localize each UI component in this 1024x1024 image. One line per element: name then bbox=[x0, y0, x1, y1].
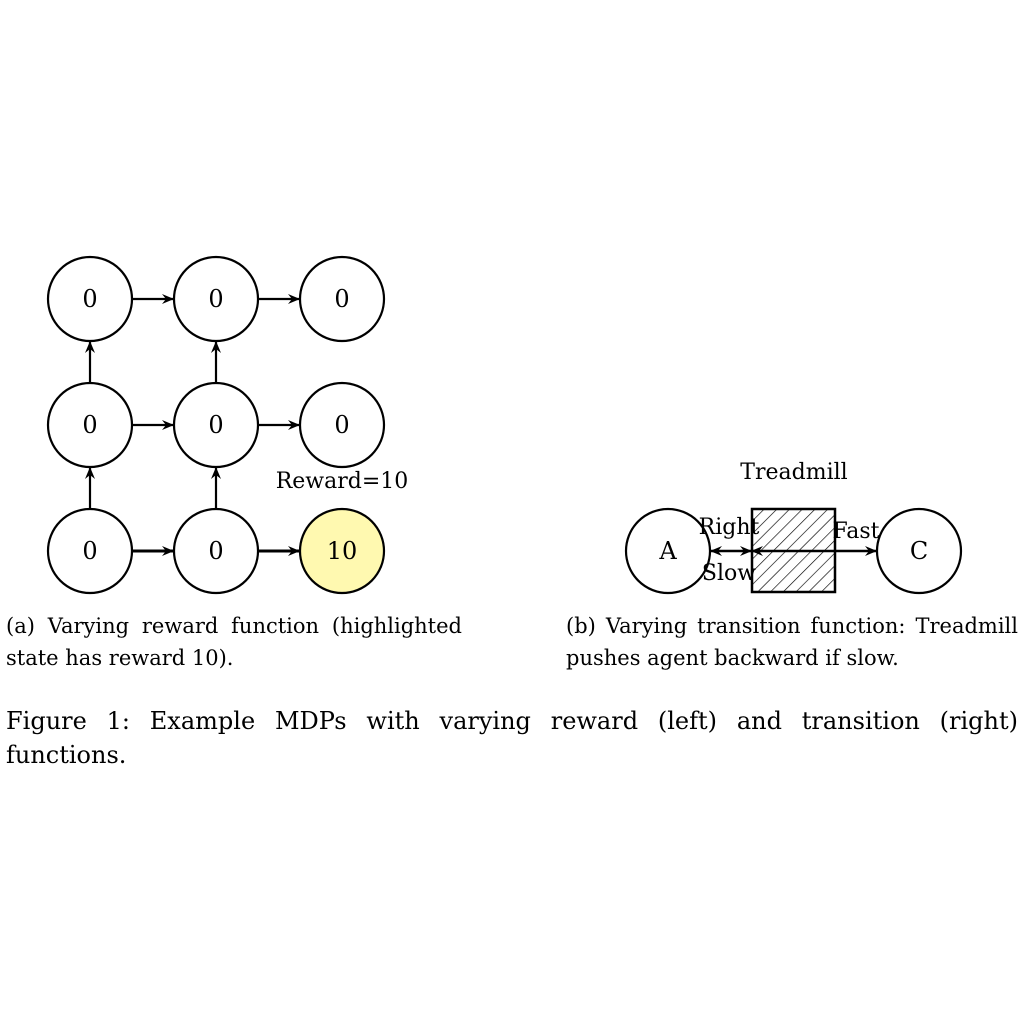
state-reward-r0c1: 0 bbox=[208, 285, 223, 313]
state-reward-r2c1: 0 bbox=[208, 537, 223, 565]
subcaption-a: (a) Varying reward function (highlighted… bbox=[6, 614, 462, 670]
state-node-r0c2 bbox=[298, 255, 386, 343]
state-node-r2c2 bbox=[298, 507, 386, 595]
treadmill-panel: Treadmill A C Right Slow Fast bbox=[624, 460, 963, 595]
reward-label: Reward=10 bbox=[276, 469, 409, 494]
state-c-label: C bbox=[910, 537, 928, 565]
figure-caption: Figure 1: Example MDPs with varying rewa… bbox=[6, 707, 1018, 769]
state-reward-r1c2: 0 bbox=[334, 411, 349, 439]
state-reward-r0c2: 0 bbox=[334, 285, 349, 313]
state-reward-r0c0: 0 bbox=[82, 285, 97, 313]
state-reward-r1c0: 0 bbox=[82, 411, 97, 439]
slow-label: Slow bbox=[702, 561, 756, 586]
right-label: Right bbox=[699, 515, 760, 540]
state-node-r1c2 bbox=[298, 381, 386, 469]
state-node-r0c1 bbox=[172, 255, 260, 343]
treadmill-title: Treadmill bbox=[740, 460, 847, 485]
state-node-r1c0 bbox=[46, 381, 134, 469]
state-node-r1c1 bbox=[172, 381, 260, 469]
state-node-r2c0 bbox=[46, 507, 134, 595]
state-reward-r1c1: 0 bbox=[208, 411, 223, 439]
state-node-r2c1 bbox=[172, 507, 260, 595]
state-reward-r2c2: 10 bbox=[327, 537, 358, 565]
subcaption-b: (b) Varying transition function: Treadmi… bbox=[566, 614, 1018, 670]
state-c-node bbox=[875, 507, 963, 595]
state-a-label: A bbox=[658, 537, 677, 565]
state-reward-r2c0: 0 bbox=[82, 537, 97, 565]
fast-label: Fast bbox=[832, 519, 879, 544]
figure-canvas: 0 0 0 0 0 0 0 0 10 Reward=10 Treadmill A C Right… bbox=[46, 255, 963, 595]
grid-edges bbox=[85, 294, 300, 556]
grid-nodes: 0 0 0 0 0 0 0 0 10 bbox=[46, 255, 386, 595]
state-node-r0c0 bbox=[46, 255, 134, 343]
